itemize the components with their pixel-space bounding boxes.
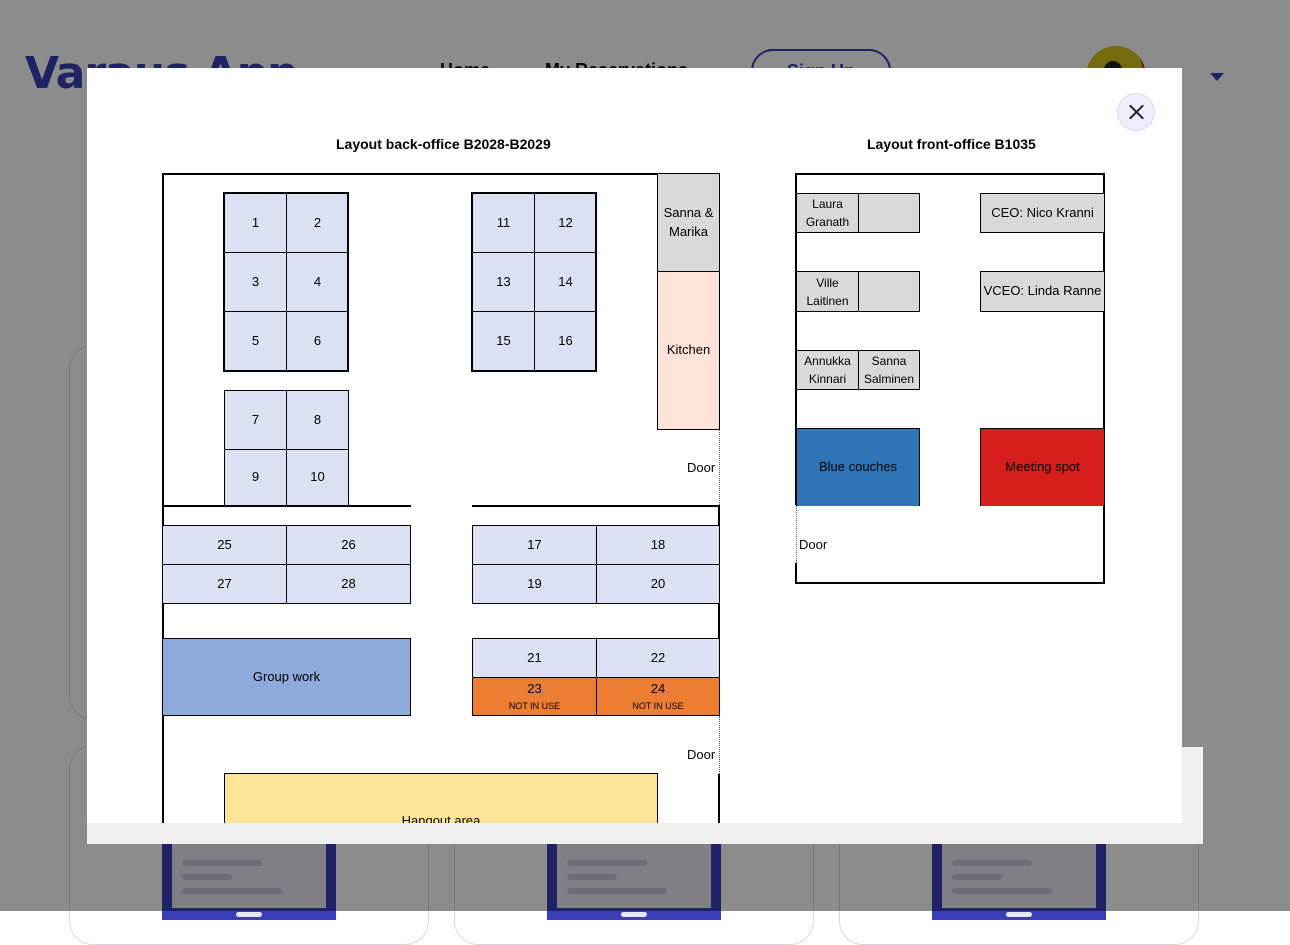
back-office-title: Layout back-office B2028-B2029	[336, 136, 551, 152]
door-label: Door	[687, 460, 716, 475]
office-ceo: CEO: Nico Kranni	[980, 193, 1105, 233]
desk-28[interactable]: 28	[286, 564, 411, 604]
desk-label-line: Laura	[812, 197, 843, 211]
door-label: Door	[687, 747, 716, 762]
door-line	[719, 429, 720, 505]
desk-8[interactable]: 8	[286, 390, 349, 450]
desk-label-line: Laitinen	[806, 293, 849, 308]
modal-scroll-area	[1182, 747, 1203, 844]
chevron-down-icon[interactable]	[1210, 73, 1224, 81]
desk-22[interactable]: 22	[596, 638, 720, 678]
desk-24-not-in-use: 24 NOT IN USE	[596, 677, 720, 716]
not-in-use-label: NOT IN USE	[632, 701, 684, 712]
office-sanna-marika[interactable]: Sanna & Marika	[657, 173, 720, 272]
floor-plan-image: Layout back-office B2028-B2029 Door Door…	[87, 68, 1182, 823]
office-vceo: VCEO: Linda Ranne	[980, 271, 1105, 312]
desk-14[interactable]: 14	[534, 252, 597, 312]
desk-number: 24	[650, 681, 666, 697]
desk-2[interactable]: 2	[286, 193, 349, 253]
door-line	[796, 505, 797, 563]
desk-label-line: Salminen	[863, 372, 915, 386]
door-line	[719, 716, 720, 774]
hangout-area: Hangout area	[224, 773, 658, 823]
door-label: Door	[799, 537, 828, 552]
desk-label-line: Kinnari	[808, 372, 847, 386]
desk-annukka-kinnari[interactable]: Annukka Kinnari	[796, 350, 859, 390]
desk-19[interactable]: 19	[472, 564, 597, 604]
desk-10[interactable]: 10	[286, 449, 349, 506]
desk-label-line: Granath	[805, 215, 850, 229]
desk-21[interactable]: 21	[472, 638, 597, 678]
desk-4[interactable]: 4	[286, 252, 349, 312]
meeting-spot-area: Meeting spot	[980, 428, 1105, 506]
office-label-line: Sanna &	[663, 205, 714, 221]
desk-20[interactable]: 20	[596, 564, 720, 604]
group-work-area: Group work	[162, 638, 411, 716]
desk-label-line: Sanna	[871, 354, 907, 368]
desk-13[interactable]: 13	[472, 252, 535, 312]
office-label-line: Marika	[668, 223, 708, 239]
desk-empty[interactable]	[858, 271, 920, 312]
wall	[162, 505, 411, 507]
desk-number: 23	[527, 681, 542, 697]
desk-15[interactable]: 15	[472, 311, 535, 371]
desk-17[interactable]: 17	[472, 525, 597, 565]
modal-scroll-area	[87, 823, 1203, 844]
desk-5[interactable]: 5	[224, 311, 287, 371]
desk-label-line: Ville	[816, 275, 839, 290]
desk-laura-granath[interactable]: Laura Granath	[796, 193, 859, 233]
blue-couches-area: Blue couches	[796, 428, 920, 506]
kitchen: Kitchen	[657, 271, 720, 430]
desk-label-line: Annukka	[804, 354, 851, 368]
desk-sanna-salminen[interactable]: Sanna Salminen	[858, 350, 920, 390]
desk-6[interactable]: 6	[286, 311, 349, 371]
office-layout-modal: Layout back-office B2028-B2029 Door Door…	[87, 68, 1182, 823]
desk-25[interactable]: 25	[162, 525, 287, 565]
front-office-title: Layout front-office B1035	[867, 136, 1036, 152]
wall	[472, 505, 720, 507]
desk-empty[interactable]	[858, 193, 920, 233]
desk-18[interactable]: 18	[596, 525, 720, 565]
desk-ville-laitinen[interactable]: Ville Laitinen	[796, 271, 859, 312]
desk-27[interactable]: 27	[162, 564, 287, 604]
desk-23-not-in-use: 23 NOT IN USE	[472, 677, 597, 716]
close-icon[interactable]	[1117, 93, 1155, 131]
desk-26[interactable]: 26	[286, 525, 411, 565]
not-in-use-label: NOT IN USE	[508, 701, 561, 712]
desk-9[interactable]: 9	[224, 449, 287, 506]
desk-7[interactable]: 7	[224, 390, 287, 450]
